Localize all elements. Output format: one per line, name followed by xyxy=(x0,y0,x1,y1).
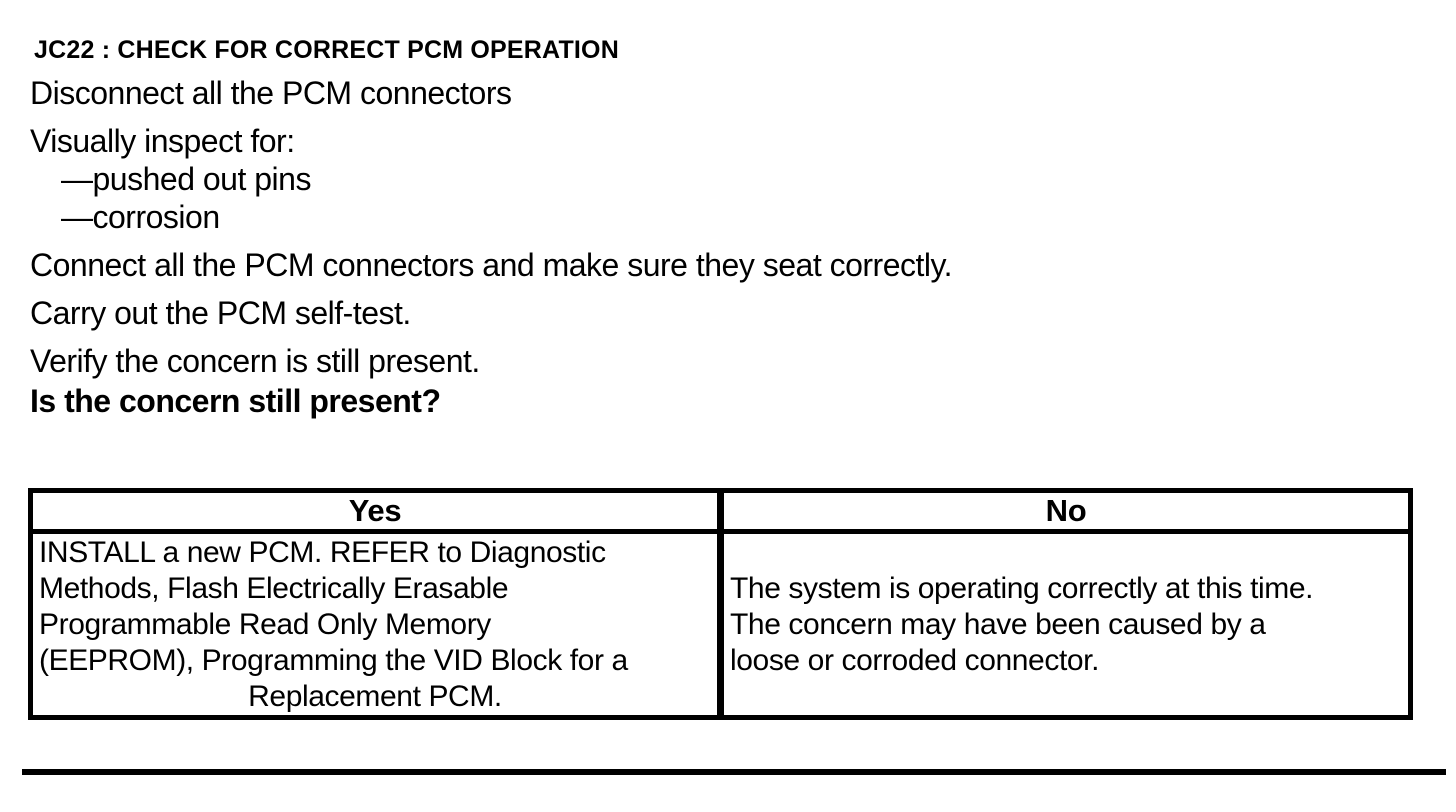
procedure-heading: JC22 : CHECK FOR CORRECT PCM OPERATION xyxy=(34,36,619,64)
decision-question: Is the concern still present? xyxy=(30,383,441,419)
step-connect-connectors: Connect all the PCM connectors and make … xyxy=(30,247,953,283)
page-divider-rule xyxy=(22,769,1446,775)
decision-table-header-row: Yes No xyxy=(28,488,1413,534)
inspect-item-corrosion: —corrosion xyxy=(61,199,220,235)
yes-cell-line: Replacement PCM. xyxy=(248,679,502,713)
step-verify-concern: Verify the concern is still present. xyxy=(30,343,480,379)
yes-cell-line: INSTALL a new PCM. REFER to Diagnostic xyxy=(39,535,606,569)
visual-inspection-block: Visually inspect for: —pushed out pins —… xyxy=(30,122,1426,236)
step-disconnect-connectors: Disconnect all the PCM connectors xyxy=(30,75,512,111)
no-column-header: No xyxy=(718,488,1413,534)
no-action-cell: The system is operating correctly at thi… xyxy=(718,529,1413,720)
yes-cell-line: Programmable Read Only Memory xyxy=(39,607,491,641)
yes-cell-line: (EEPROM), Programming the VID Block for … xyxy=(39,643,628,677)
inspect-intro: Visually inspect for: xyxy=(30,123,295,159)
step-pcm-self-test: Carry out the PCM self-test. xyxy=(30,295,411,331)
no-cell-line: loose or corroded connector. xyxy=(730,643,1100,677)
decision-table-body-row: INSTALL a new PCM. REFER to Diagnostic M… xyxy=(28,529,1413,720)
yes-column-header: Yes xyxy=(28,488,724,534)
yes-cell-line: Methods, Flash Electrically Erasable xyxy=(39,571,509,605)
yes-no-decision-table: Yes No INSTALL a new PCM. REFER to Diagn… xyxy=(28,488,1413,720)
no-cell-line: The system is operating correctly at thi… xyxy=(730,571,1314,605)
no-cell-line: The concern may have been caused by a xyxy=(730,607,1266,641)
yes-action-cell: INSTALL a new PCM. REFER to Diagnostic M… xyxy=(28,529,724,720)
page-content: JC22 : CHECK FOR CORRECT PCM OPERATION D… xyxy=(28,36,1426,720)
inspect-item-pushed-out-pins: —pushed out pins xyxy=(61,161,311,197)
